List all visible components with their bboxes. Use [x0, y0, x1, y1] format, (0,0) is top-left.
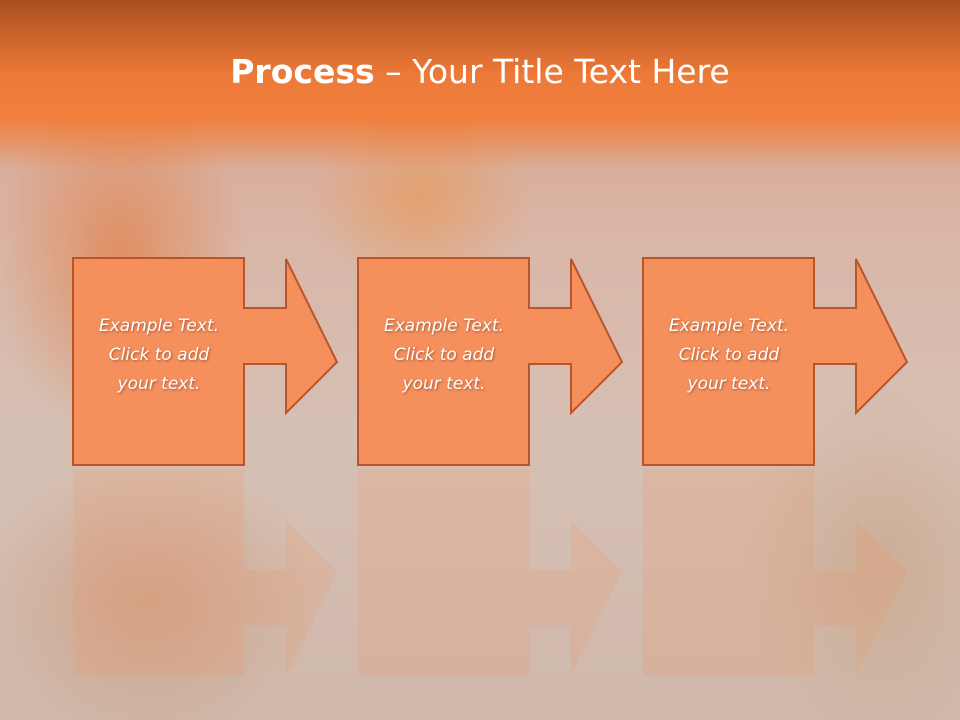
step-3-line2: Click to add	[678, 345, 780, 365]
step-1-line3: your text.	[117, 374, 201, 394]
arrow-box-path	[72, 257, 339, 466]
title-bar	[0, 0, 960, 170]
step-1-line1: Example Text.	[98, 316, 220, 336]
title-bold: Process	[230, 52, 375, 91]
slide-title[interactable]: Process – Your Title Text Here	[0, 52, 960, 91]
arrow-box-path	[642, 257, 909, 466]
step-2-line3: your text.	[402, 374, 486, 394]
process-step-2[interactable]: Example Text. Click to add your text.	[357, 257, 637, 676]
step-1-line2: Click to add	[108, 345, 210, 365]
step-3-line1: Example Text.	[668, 316, 790, 336]
arrow-box-path	[357, 257, 624, 466]
arrow-box-shape	[357, 257, 624, 676]
arrow-box-shape	[72, 257, 339, 676]
step-3-line3: your text.	[687, 374, 771, 394]
step-3-text: Example Text. Click to add your text.	[642, 312, 816, 399]
arrow-box-reflection	[358, 469, 622, 676]
step-2-line1: Example Text.	[383, 316, 505, 336]
arrow-box-reflection	[643, 469, 907, 676]
step-2-line2: Click to add	[393, 345, 495, 365]
title-rest: – Your Title Text Here	[374, 52, 730, 91]
arrow-box-reflection	[73, 469, 337, 676]
step-2-text: Example Text. Click to add your text.	[357, 312, 531, 399]
arrow-box-shape	[642, 257, 909, 676]
process-step-1[interactable]: Example Text. Click to add your text.	[72, 257, 352, 676]
step-1-text: Example Text. Click to add your text.	[72, 312, 246, 399]
process-step-3[interactable]: Example Text. Click to add your text.	[642, 257, 922, 676]
